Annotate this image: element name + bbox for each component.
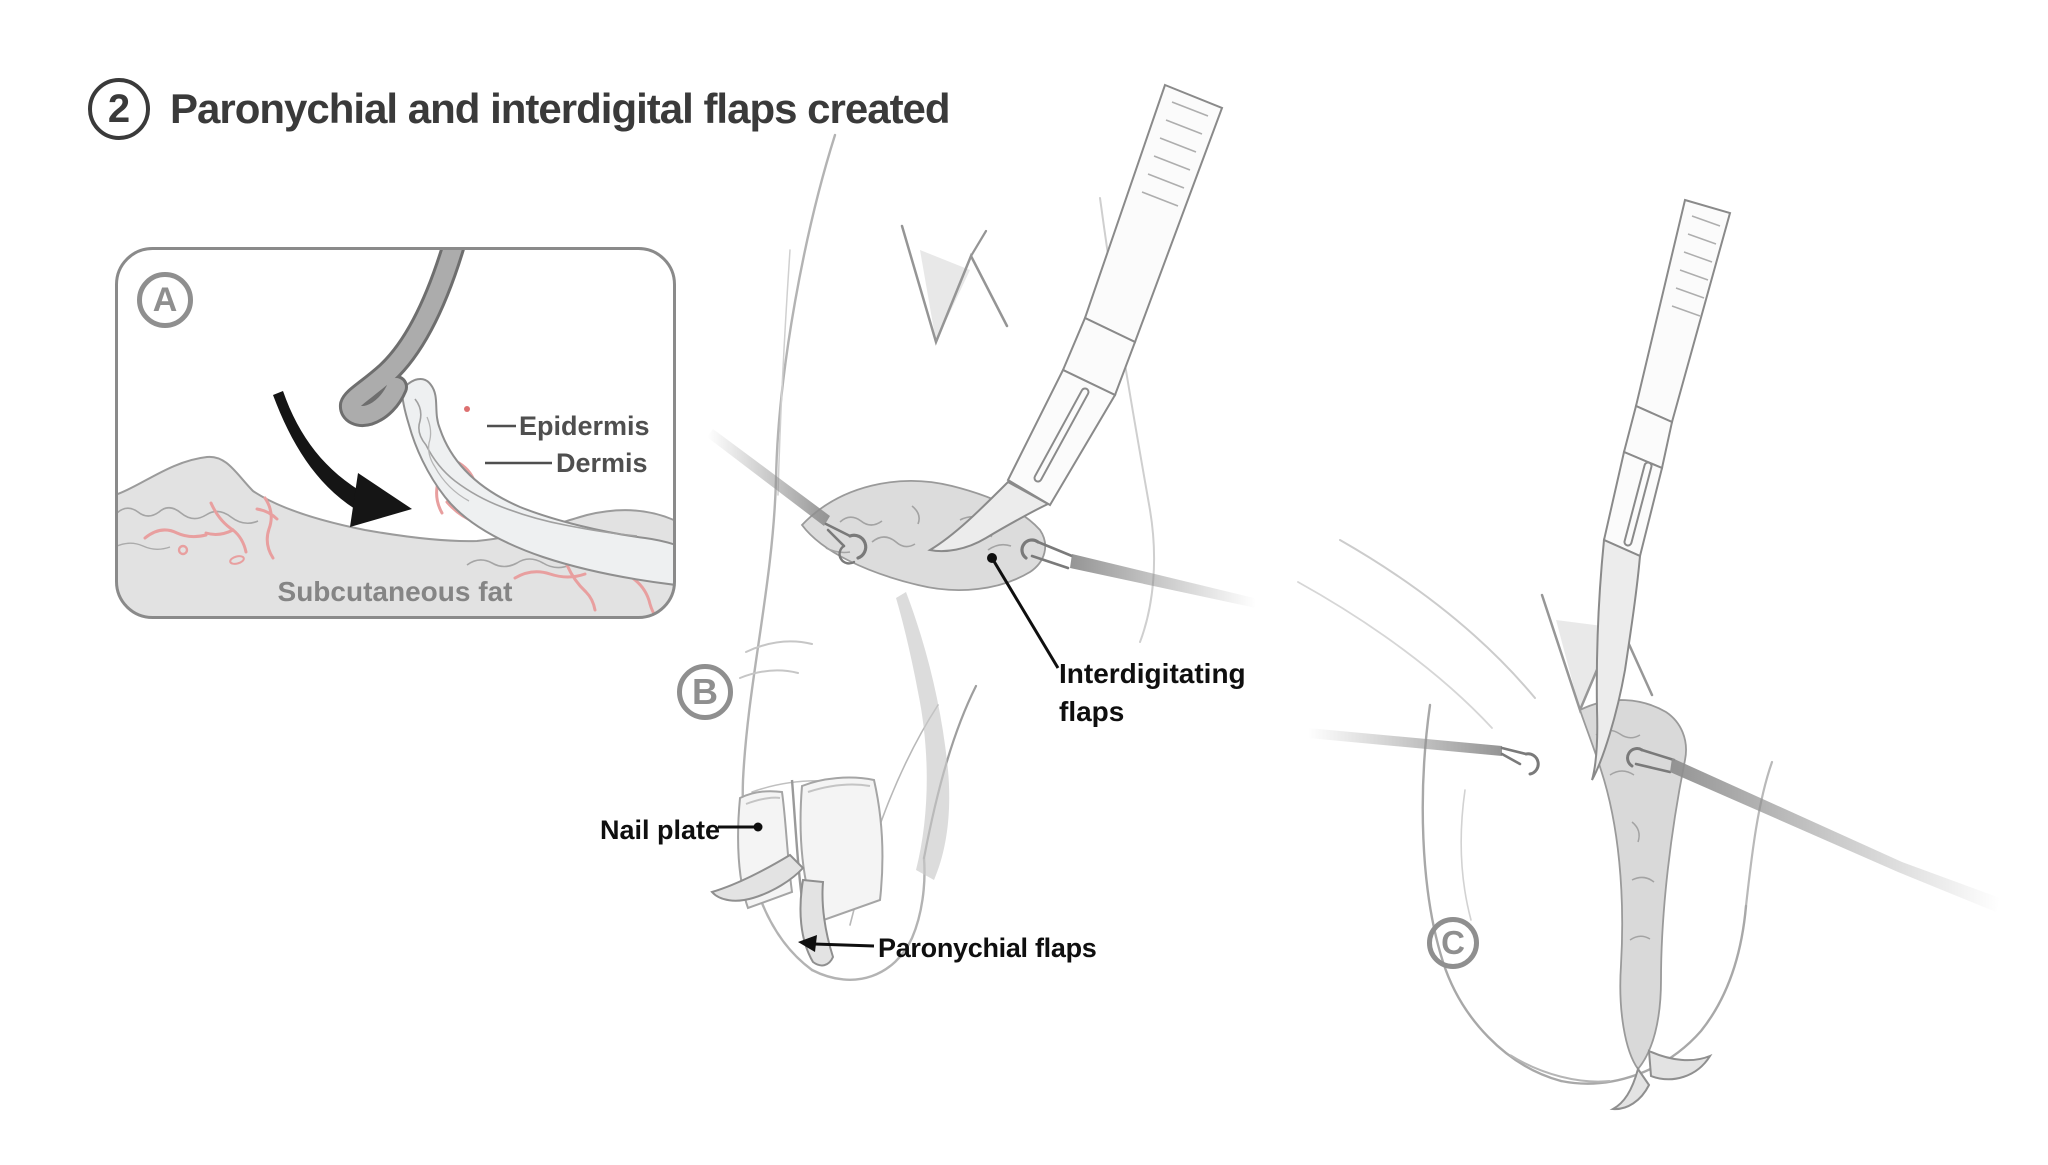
step-number-badge: 2 [88,78,150,140]
label-paronychial-flaps: Paronychial flaps [878,933,1097,963]
label-interdigitating-flaps: Interdigitating flaps [1059,658,1246,727]
vessel-dot [464,406,470,412]
hand-sketch [1297,539,1774,1085]
panel-a-illustration [115,247,676,619]
figure-header: 2 Paronychial and interdigital flaps cre… [88,78,951,140]
panel-b-badge: B [677,664,733,720]
panel-a-badge: A [137,272,193,328]
scalpel-graphic [927,83,1224,553]
panel-c-badge: C [1427,917,1479,969]
skin-hook-right-graphic [1020,538,1256,608]
panel-a-inset: Epidermis Dermis Subcutaneous fat [115,247,676,619]
skin-hook-left-graphic [707,429,868,565]
label-epidermis: Epidermis [519,411,650,441]
panel-a-letter: A [152,280,178,319]
scalpel-graphic-c [1591,198,1732,781]
finger-sketch [739,133,1156,981]
skin-hook-right-graphic-c [1626,747,2000,912]
panel-c-letter: C [1441,924,1465,961]
panel-b-illustration [707,83,1256,981]
eversion-arrow-icon [273,391,412,527]
everted-skin-flap-graphic [400,378,675,587]
leader-lines-a [485,424,552,465]
label-nail-plate: Nail plate [600,815,721,845]
subcutaneous-fat-graphic [116,455,675,618]
skin-hook-left-graphic-c [1308,728,1540,776]
leader-lines-b [718,553,1060,952]
inset-frame [115,247,676,619]
page-title: Paronychial and interdigital flaps creat… [170,85,951,132]
label-subcutaneous-fat: Subcutaneous fat [277,576,513,607]
panel-c-illustration [1297,198,2000,1111]
interdigitating-flap-strip-graphic [1509,699,1713,1111]
panel-b-letter: B [692,671,718,712]
label-dermis: Dermis [556,448,648,478]
blood-vessels-graphic [143,437,675,618]
retractor-hook-graphic [339,248,467,427]
step-number: 2 [107,86,131,131]
